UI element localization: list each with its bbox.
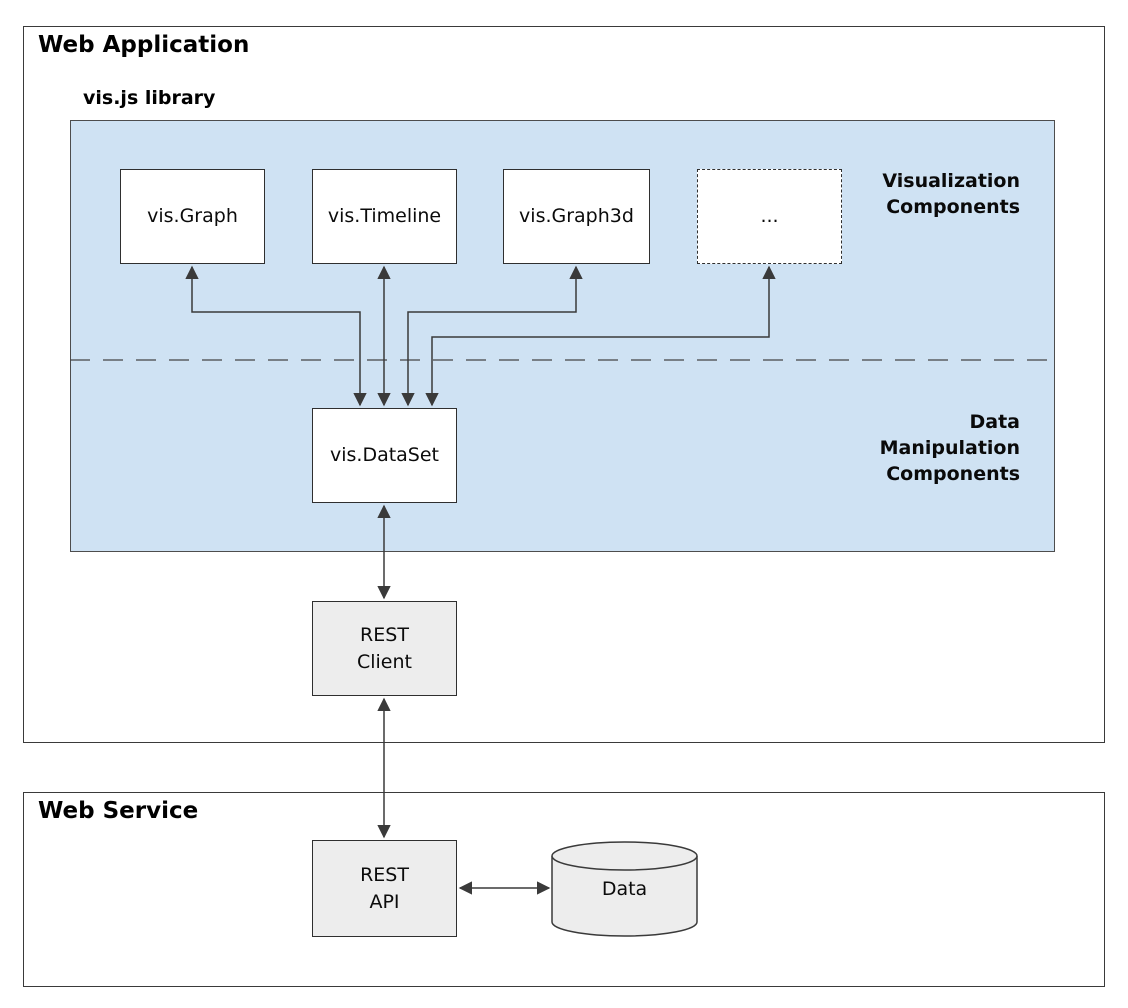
rest-client-label: REST Client [356,623,412,673]
web-application-title: Web Application [38,32,250,58]
component-label: ... [760,205,779,227]
data-cylinder-label: Data [601,878,648,900]
component-label: vis.Graph [147,205,238,227]
component-box-vis-timeline: vis.Timeline [312,169,457,264]
web-service-title: Web Service [38,798,199,824]
visjs-library-title: vis.js library [83,87,216,109]
visualization-components-label: Visualization Components [882,170,1020,218]
component-box-more: ... [697,169,842,264]
rest-client-box: REST Client [312,601,457,696]
component-box-vis-graph: vis.Graph [120,169,265,264]
component-label: vis.Graph3d [519,205,634,227]
dataset-label: vis.DataSet [329,444,440,466]
rest-api-box: REST API [312,840,457,937]
rest-api-label: REST API [360,863,409,913]
dataset-box: vis.DataSet [312,408,457,503]
component-box-vis-graph3d: vis.Graph3d [503,169,650,264]
component-label: vis.Timeline [327,205,442,227]
data-manipulation-components-label: Data Manipulation Components [879,411,1020,485]
